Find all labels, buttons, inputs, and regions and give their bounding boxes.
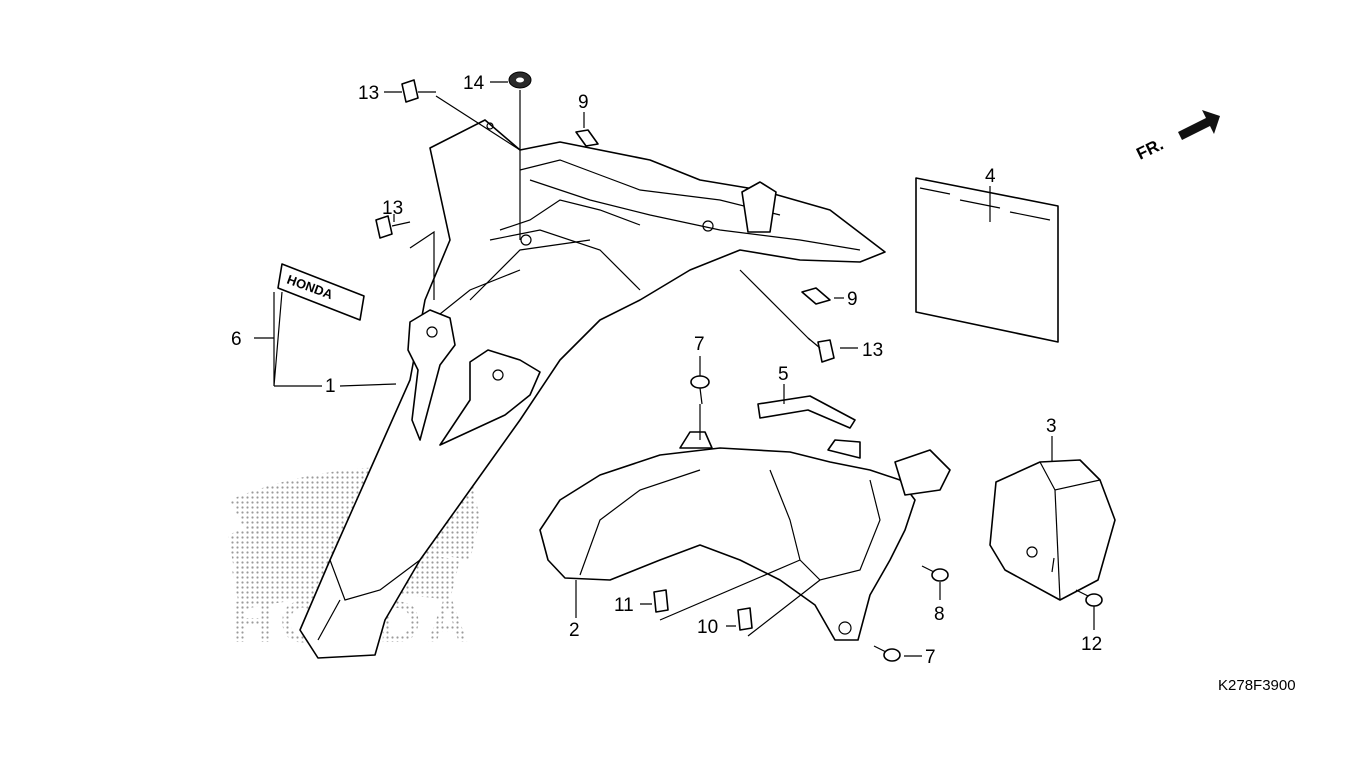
nut-11-icon [653, 589, 669, 613]
screw-12-icon [1075, 589, 1103, 607]
label-part-13-left: 13 [382, 198, 403, 219]
diagram-code: K278F3900 [1218, 677, 1296, 694]
label-part-11: 11 [614, 595, 634, 616]
screw-7-top-icon [690, 375, 710, 405]
label-part-10: 10 [697, 617, 718, 638]
grommet-14-icon [508, 71, 532, 89]
clip-9-top-icon [575, 129, 599, 147]
label-part-12: 12 [1081, 634, 1102, 655]
label-part-8: 8 [934, 604, 945, 625]
part-labels: 1 2 3 4 5 6 7 7 8 9 9 10 11 12 13 13 13 … [231, 73, 1102, 668]
screw-8-icon [921, 565, 949, 582]
nut-10-icon [737, 607, 753, 631]
bolt-13-left-icon [375, 215, 411, 239]
label-part-13-top: 13 [358, 83, 379, 104]
rear-fender-assembly [299, 119, 886, 659]
label-part-1: 1 [325, 376, 336, 397]
honda-emblem: HONDA [277, 263, 365, 321]
bolt-13-top-icon [401, 79, 436, 103]
label-part-7-top: 7 [694, 334, 705, 355]
fasteners [375, 71, 1103, 662]
screw-7-bottom-icon [873, 645, 901, 662]
label-part-7-bottom: 7 [925, 647, 936, 668]
label-part-3: 3 [1046, 416, 1057, 437]
leader-lines [254, 81, 1095, 657]
label-part-9-top: 9 [578, 92, 589, 113]
box-part [989, 459, 1116, 601]
rubber-strip-part [757, 395, 856, 429]
label-part-4: 4 [985, 166, 996, 187]
label-part-6: 6 [231, 329, 242, 350]
label-part-5: 5 [778, 364, 789, 385]
label-part-9-bottom: 9 [847, 289, 858, 310]
front-marker-label: FR. [1133, 135, 1166, 164]
clip-9-bottom-icon [801, 287, 831, 305]
bolt-13-right-icon [807, 337, 835, 363]
label-part-13-right: 13 [862, 340, 883, 361]
label-part-2: 2 [569, 620, 580, 641]
inner-fender-part [539, 431, 951, 641]
plate-part [915, 177, 1059, 343]
label-part-14: 14 [463, 73, 485, 94]
front-direction-marker: FR. [1133, 110, 1220, 164]
